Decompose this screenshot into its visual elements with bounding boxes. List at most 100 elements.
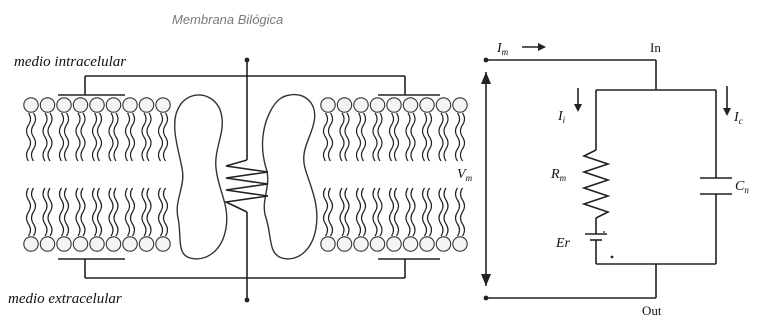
lipid-head xyxy=(419,236,435,252)
lipid-head xyxy=(369,97,386,113)
lipid-tail xyxy=(80,187,86,237)
intracellular-label: medio intracelular xyxy=(14,54,126,70)
lipid-bilayer-left xyxy=(23,97,171,252)
label-ic: Ic xyxy=(733,110,743,126)
lipid-tail xyxy=(438,187,444,237)
lipid-tail xyxy=(75,187,81,237)
lipid-tail xyxy=(393,187,400,237)
channel-protein-left xyxy=(173,94,228,260)
lipid-head xyxy=(155,236,171,252)
lipid-tail xyxy=(162,112,169,162)
lipid-head xyxy=(122,97,138,113)
membrane-wiring xyxy=(58,57,440,303)
lipid-head xyxy=(56,236,72,252)
lipid-head xyxy=(138,236,155,252)
lipid-tail xyxy=(47,112,53,162)
lipid-tail xyxy=(96,187,103,237)
label-im: Im xyxy=(496,41,509,57)
membrane-resistor xyxy=(223,159,269,213)
lipid-tail xyxy=(360,187,367,237)
lipid-tail xyxy=(80,112,86,162)
lipid-tail xyxy=(443,187,449,237)
lipid-tail xyxy=(75,112,81,162)
equivalent-circuit xyxy=(481,43,732,301)
lipid-head xyxy=(122,236,138,252)
channel-protein-right xyxy=(261,93,318,260)
lipid-tail xyxy=(327,187,334,237)
lipid-tail xyxy=(157,112,164,162)
lipid-tail xyxy=(377,187,383,237)
lipid-head xyxy=(39,97,56,113)
lipid-tail xyxy=(388,112,395,162)
lipid-head xyxy=(369,236,386,252)
lipid-tail xyxy=(421,112,428,162)
lipid-head xyxy=(320,236,336,252)
lipid-tail xyxy=(47,187,53,237)
lipid-head xyxy=(39,236,56,252)
lipid-tail xyxy=(459,112,466,162)
port-out-label: Out xyxy=(642,303,662,318)
lipid-tail xyxy=(42,112,48,162)
lipid-head xyxy=(402,236,419,252)
lipid-head xyxy=(23,236,39,252)
lipid-tail xyxy=(393,112,400,162)
lipid-tail xyxy=(141,187,147,237)
lipid-head xyxy=(386,97,402,113)
lipid-tail xyxy=(405,112,411,162)
lipid-tail xyxy=(355,112,362,162)
lipid-head xyxy=(320,97,336,113)
lipid-tail xyxy=(108,187,114,237)
lipid-tail xyxy=(372,187,378,237)
lipid-tail xyxy=(91,187,98,237)
lipid-tail xyxy=(438,112,444,162)
lipid-tail xyxy=(443,112,449,162)
lipid-tail xyxy=(25,187,32,237)
lipid-head xyxy=(89,236,105,252)
lipid-tail xyxy=(410,187,416,237)
lipid-head xyxy=(336,236,353,252)
circuit-resistor-rm xyxy=(581,149,611,219)
lipid-tail xyxy=(344,112,350,162)
label-rm: Rm xyxy=(550,167,567,183)
lipid-tail xyxy=(322,112,329,162)
lipid-tail xyxy=(162,187,169,237)
lipid-head xyxy=(56,97,72,113)
lipid-tail xyxy=(426,112,433,162)
lipid-tail xyxy=(30,187,37,237)
lipid-head xyxy=(353,97,369,113)
lipid-bilayer-right xyxy=(320,97,468,252)
lipid-tail xyxy=(42,187,48,237)
lipid-tail xyxy=(63,187,70,237)
lipid-tail xyxy=(146,112,152,162)
lipid-tail xyxy=(129,112,136,162)
lipid-head xyxy=(386,236,402,252)
lipid-tail xyxy=(410,112,416,162)
lipid-tail xyxy=(454,187,461,237)
lipid-tail xyxy=(355,187,362,237)
lipid-head xyxy=(419,97,435,113)
lipid-head xyxy=(155,97,171,113)
lipid-tail xyxy=(377,112,383,162)
lipid-tail xyxy=(157,187,164,237)
lipid-tail xyxy=(58,187,65,237)
lipid-tail xyxy=(421,187,428,237)
label-ii: Ii xyxy=(557,109,566,125)
lipid-head xyxy=(72,97,89,113)
lipid-tail xyxy=(459,187,466,237)
lipid-head xyxy=(138,97,155,113)
lipid-tail xyxy=(141,112,147,162)
lipid-tail xyxy=(124,112,131,162)
lipid-head xyxy=(435,236,452,252)
label-er: Er xyxy=(555,236,571,251)
lipid-tail xyxy=(339,112,345,162)
lipid-tail xyxy=(327,112,334,162)
diagram-title: Membrana Bilógica xyxy=(172,12,283,27)
lipid-tail xyxy=(405,187,411,237)
lipid-tail xyxy=(344,187,350,237)
extracellular-label: medio extracelular xyxy=(8,291,122,307)
lipid-tail xyxy=(124,187,131,237)
label-vm: Vm xyxy=(457,167,473,183)
lipid-tail xyxy=(25,112,32,162)
lipid-tail xyxy=(113,187,119,237)
